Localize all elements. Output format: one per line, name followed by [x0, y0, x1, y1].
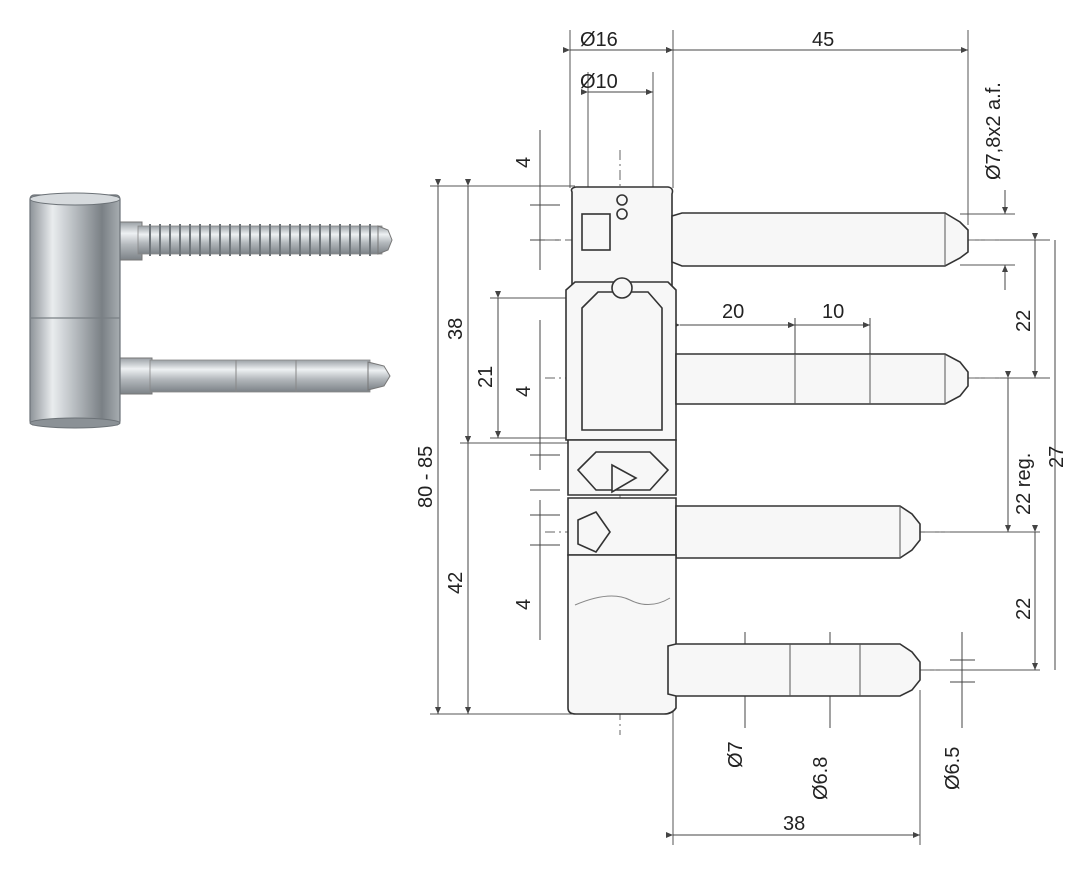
technical-drawing: Ø16 45 Ø10 Ø7,8x2 a.f. 4 38 21 4 20 10 8…	[415, 29, 1068, 845]
dim-27: 27	[1046, 446, 1068, 468]
dim-22-top: 22	[1013, 310, 1035, 332]
smooth-pin	[111, 357, 391, 395]
hinge-barrel	[29, 192, 121, 429]
dim-thread: Ø7,8x2 a.f.	[983, 82, 1005, 180]
dim-38-bottom: 38	[783, 813, 805, 835]
dimension-labels: Ø16 45 Ø10 Ø7,8x2 a.f. 4 38 21 4 20 10 8…	[415, 29, 1068, 835]
dim-42: 42	[445, 572, 467, 594]
dim-4-mid: 4	[513, 386, 535, 397]
dim-d16: Ø16	[580, 29, 618, 51]
extension-lines	[430, 30, 1050, 845]
hinge-photo	[29, 192, 393, 429]
dim-38: 38	[445, 318, 467, 340]
dim-45: 45	[812, 29, 834, 51]
dim-4-top: 4	[513, 157, 535, 168]
dim-20: 20	[722, 301, 744, 323]
dim-21: 21	[475, 366, 497, 388]
dim-22-bottom: 22	[1013, 598, 1035, 620]
dim-d6-5: Ø6.5	[942, 747, 964, 790]
dim-22-reg: 22 reg.	[1013, 453, 1035, 515]
dim-d7: Ø7	[725, 741, 747, 768]
dim-10: 10	[822, 301, 844, 323]
dim-d10: Ø10	[580, 71, 618, 93]
dim-80-85: 80 - 85	[415, 446, 437, 508]
threaded-screw-pin	[111, 221, 393, 261]
dim-d6-8: Ø6.8	[810, 757, 832, 800]
hinge-body	[565, 186, 969, 715]
dim-4-low: 4	[513, 599, 535, 610]
